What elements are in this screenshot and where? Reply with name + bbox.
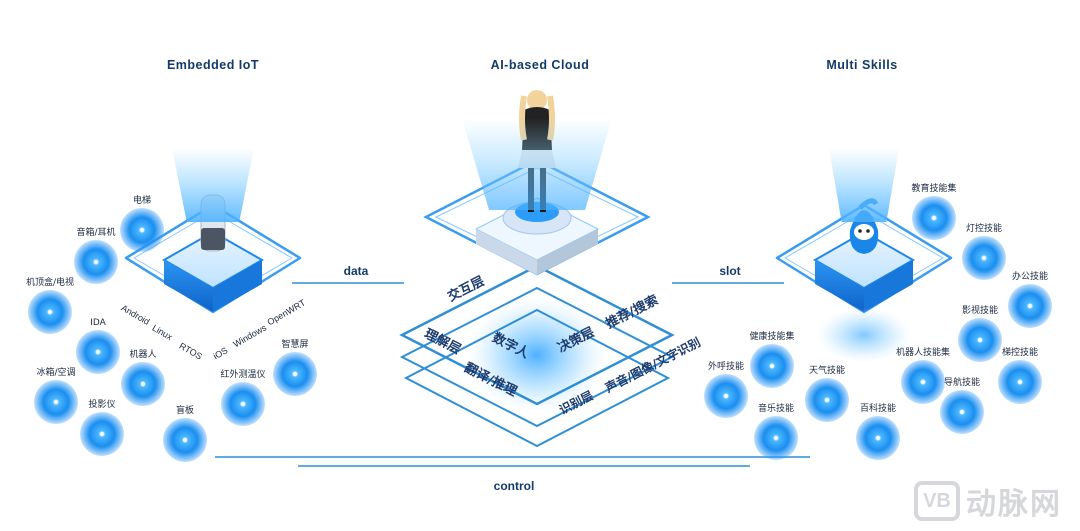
skill-glow-icon	[912, 196, 956, 240]
skill-label: 灯控技能	[965, 224, 1003, 234]
device-glow-icon	[120, 208, 164, 252]
skill-node: 灯控技能	[962, 224, 1006, 280]
cloud-light-beam	[462, 118, 612, 210]
skill-label: 天气技能	[808, 366, 846, 376]
iot-device-label: IDA	[90, 318, 106, 328]
slot-connector-label: slot	[719, 264, 741, 278]
device-glow-icon	[28, 290, 72, 334]
device-glow-icon	[34, 380, 78, 424]
iot-device-node: 机器人	[121, 350, 165, 406]
iot-device-label: 机器人	[129, 350, 157, 360]
skill-label: 导航技能	[943, 378, 981, 388]
iot-device-node: 机顶盒/电视	[26, 278, 74, 334]
iot-device-node: 冰箱/空调	[34, 368, 78, 424]
iot-device-label: 智慧屏	[281, 340, 309, 350]
skill-glow-icon	[750, 344, 794, 388]
skill-label: 健康技能集	[749, 332, 795, 342]
iot-device-label: 音箱/耳机	[76, 228, 116, 238]
skill-glow-icon	[998, 360, 1042, 404]
skill-label: 影视技能	[961, 306, 999, 316]
iot-device-label: 机顶盒/电视	[25, 278, 75, 288]
iot-device-label: 投影仪	[88, 400, 116, 410]
iot-device-label: 冰箱/空调	[36, 368, 76, 378]
skill-node: 梯控技能	[998, 348, 1042, 404]
skill-node: 音乐技能	[754, 404, 798, 460]
iot-light-beam	[172, 148, 254, 222]
ai-cloud-title: AI-based Cloud	[490, 58, 590, 72]
device-glow-icon	[163, 418, 207, 462]
skill-node: 影视技能	[958, 306, 1002, 362]
device-glow-icon	[221, 382, 265, 426]
multi-skills-title: Multi Skills	[826, 58, 898, 72]
device-glow-icon	[80, 412, 124, 456]
skill-label: 百科技能	[859, 404, 897, 414]
skill-node: 健康技能集	[749, 332, 795, 388]
watermark-logo: VB	[914, 481, 960, 521]
skill-glow-icon	[962, 236, 1006, 280]
embedded-iot-title: Embedded IoT	[166, 58, 260, 72]
watermark: VB 动脉网	[914, 479, 1062, 523]
skill-node: 天气技能	[805, 366, 849, 422]
skill-node: 外呼技能	[704, 362, 748, 418]
iot-device-node: 红外测温仪	[220, 370, 266, 426]
device-glow-icon	[76, 330, 120, 374]
skill-glow-icon	[754, 416, 798, 460]
iot-device-label: 盲板	[175, 406, 195, 416]
skill-node: 机器人技能集	[896, 348, 950, 404]
control-connector-label: control	[493, 479, 535, 493]
data-connector-label: data	[343, 264, 369, 278]
skill-label: 办公技能	[1011, 272, 1049, 282]
skill-label: 教育技能集	[911, 184, 957, 194]
skills-light-beam	[829, 148, 899, 222]
skill-glow-icon	[704, 374, 748, 418]
iot-device-node: 智慧屏	[273, 340, 317, 396]
skill-glow-icon	[1008, 284, 1052, 328]
skill-node: 百科技能	[856, 404, 900, 460]
skill-glow-icon	[856, 416, 900, 460]
iot-device-node: 投影仪	[80, 400, 124, 456]
skill-label: 梯控技能	[1001, 348, 1039, 358]
skill-glow-icon	[940, 390, 984, 434]
skill-glow-icon	[805, 378, 849, 422]
skill-label: 机器人技能集	[895, 348, 951, 358]
iot-device-node: IDA	[76, 318, 120, 374]
skill-glow-icon	[958, 318, 1002, 362]
iot-device-label: 电梯	[132, 196, 152, 206]
watermark-text: 动脉网	[966, 487, 1062, 522]
device-glow-icon	[273, 352, 317, 396]
device-glow-icon	[74, 240, 118, 284]
skill-node: 导航技能	[940, 378, 984, 434]
iot-device-label: 红外测温仪	[220, 370, 266, 380]
iot-device-node: 盲板	[163, 406, 207, 462]
skills-platform	[775, 198, 953, 314]
skill-node: 教育技能集	[911, 184, 957, 240]
skill-label: 音乐技能	[757, 404, 795, 414]
skill-glow-icon	[901, 360, 945, 404]
iot-device-node: 音箱/耳机	[74, 228, 118, 284]
iot-device-node: 电梯	[120, 196, 164, 252]
device-glow-icon	[121, 362, 165, 406]
skill-label: 外呼技能	[707, 362, 745, 372]
skill-node: 办公技能	[1008, 272, 1052, 328]
